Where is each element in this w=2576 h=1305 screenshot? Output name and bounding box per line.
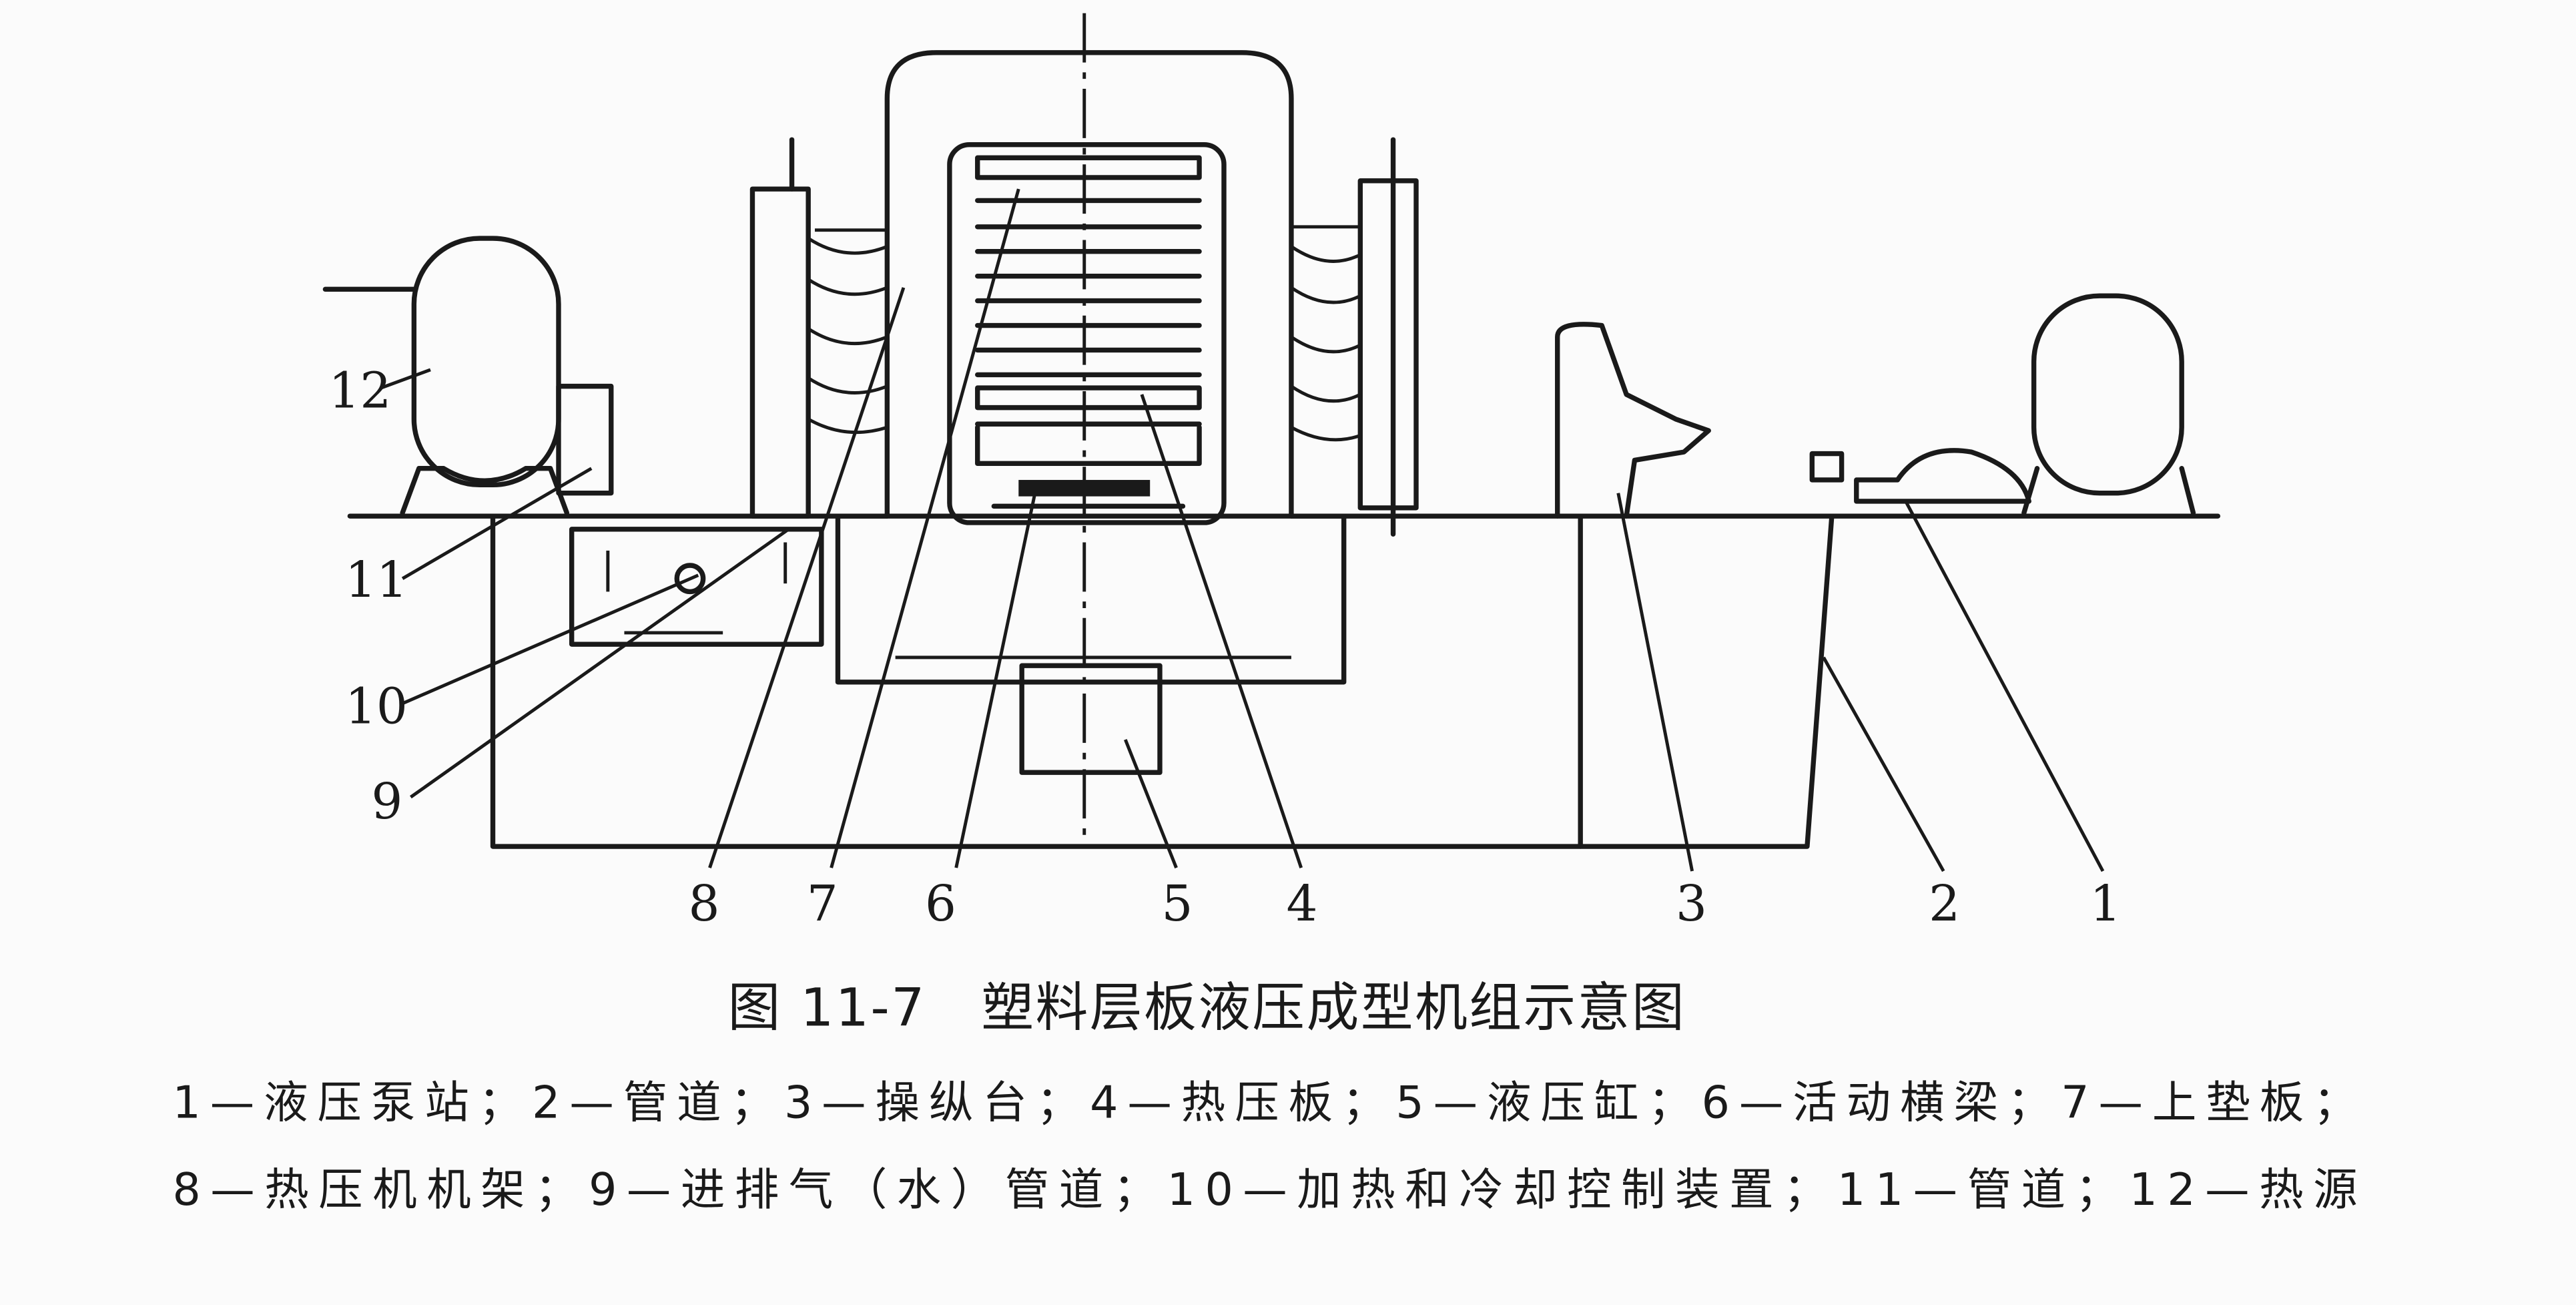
label-11: 11 bbox=[345, 551, 408, 609]
platen-box bbox=[947, 142, 1227, 525]
press-base bbox=[835, 513, 1347, 685]
leader-lines bbox=[380, 188, 2105, 872]
left-column bbox=[749, 186, 811, 519]
label-7: 7 bbox=[807, 875, 838, 933]
figure-caption: 图 11-7 塑料层板液压成型机组示意图 bbox=[728, 977, 1686, 1038]
control-stand bbox=[1555, 322, 1711, 519]
label-4: 4 bbox=[1287, 875, 1318, 933]
heat-source-tank bbox=[411, 236, 561, 488]
hydraulic-cylinder bbox=[1019, 663, 1163, 775]
label-3: 3 bbox=[1676, 875, 1707, 933]
pump-station bbox=[1854, 448, 2031, 504]
pump-gauge bbox=[1809, 451, 1845, 483]
right-tank bbox=[2031, 293, 2184, 496]
hot-platens bbox=[975, 155, 1202, 509]
label-9: 9 bbox=[371, 773, 402, 830]
right-column bbox=[1357, 178, 1419, 511]
label-1: 1 bbox=[2089, 875, 2121, 933]
control-device-box bbox=[569, 527, 824, 647]
label-6: 6 bbox=[925, 875, 956, 933]
label-5: 5 bbox=[1161, 875, 1193, 933]
pit bbox=[490, 513, 1835, 849]
hoses bbox=[807, 225, 1361, 442]
legend-line-1: 1—液压泵站；2—管道；3—操纵台；4—热压板；5—液压缸；6—活动横梁；7—上… bbox=[172, 1076, 2357, 1128]
tank-base bbox=[400, 466, 569, 515]
label-8: 8 bbox=[688, 875, 719, 933]
label-12: 12 bbox=[328, 362, 391, 420]
moving-crossbeam bbox=[1018, 479, 1151, 497]
label-2: 2 bbox=[1929, 875, 1960, 933]
label-10: 10 bbox=[345, 678, 408, 735]
press-frame bbox=[884, 50, 1294, 519]
legend-line-2: 8—热压机机架；9—进排气（水）管道；10—加热和冷却控制装置；11—管道；12… bbox=[172, 1163, 2357, 1216]
